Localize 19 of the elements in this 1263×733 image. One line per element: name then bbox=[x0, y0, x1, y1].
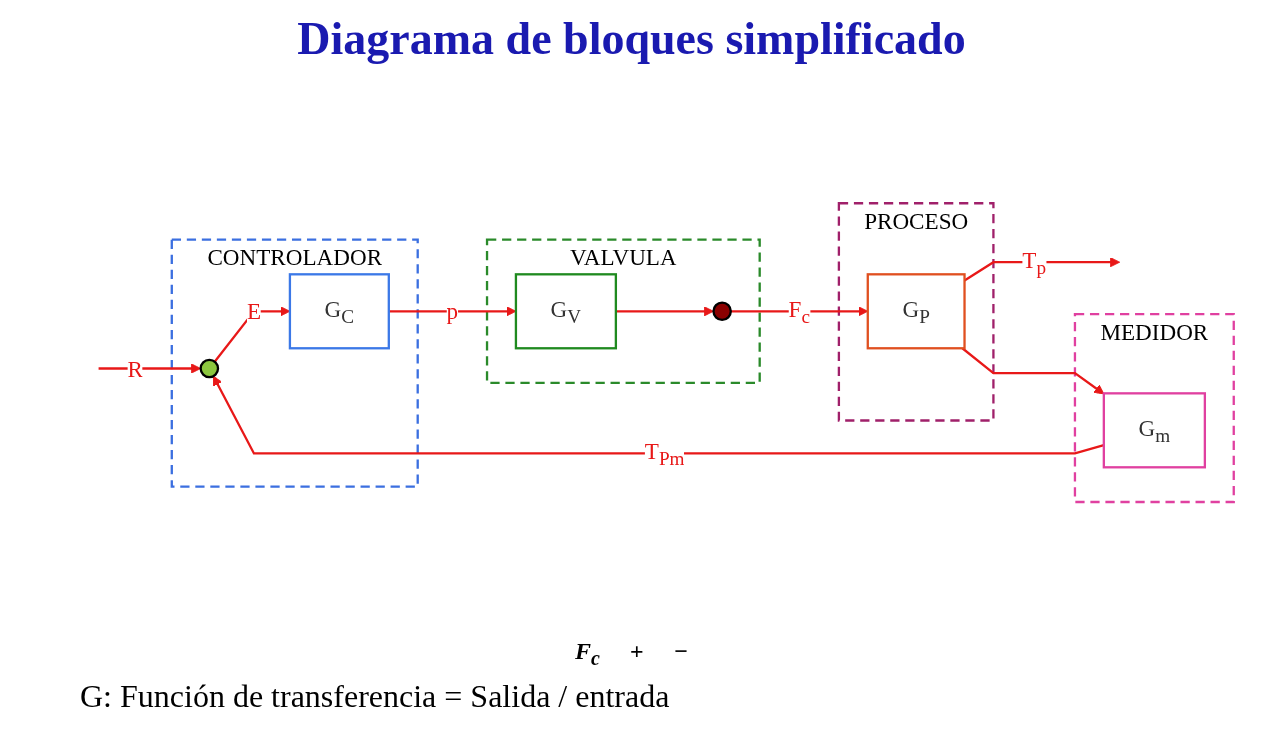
signal-label: − bbox=[673, 638, 689, 667]
caption: G: Función de transferencia = Salida / entrada bbox=[80, 678, 670, 715]
title: Diagrama de bloques simplificado bbox=[297, 12, 966, 65]
node-box: G$_{P}$ bbox=[866, 273, 966, 350]
node-circle bbox=[199, 358, 220, 379]
node-circle bbox=[712, 301, 732, 322]
node-box: G$_{C}$ bbox=[288, 273, 390, 350]
node-box: G$_{V}$ bbox=[514, 273, 618, 350]
signal-label: + bbox=[629, 638, 644, 667]
edge-label: F$_{c}$ bbox=[788, 296, 810, 328]
arrow bbox=[615, 306, 714, 317]
node-box: G$_{m}$ bbox=[1102, 392, 1206, 469]
signal-label: F$_{c}$ bbox=[574, 638, 600, 670]
arrow bbox=[961, 347, 1105, 395]
edge-label: T$_{Pm}$ bbox=[644, 438, 685, 470]
edge-label: E bbox=[246, 298, 262, 324]
edge-label: T$_{p}$ bbox=[1022, 247, 1047, 279]
edge-label: R bbox=[127, 355, 143, 382]
edge-label: p bbox=[446, 298, 459, 324]
